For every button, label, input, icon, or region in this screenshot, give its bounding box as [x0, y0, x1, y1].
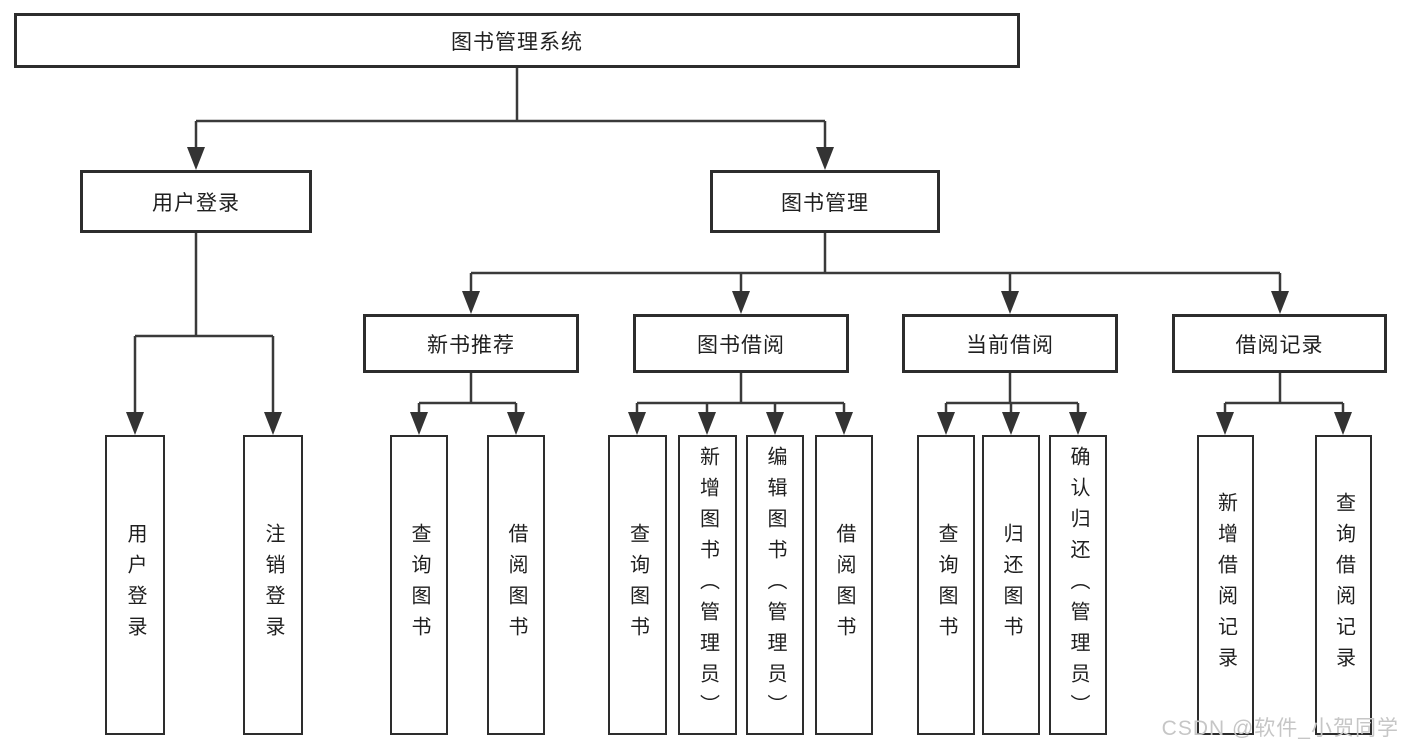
arrow-down-icon: [835, 412, 853, 435]
node-book-management: 图书管理: [710, 170, 940, 233]
leaf-query-borrow-record: 查询借阅记录: [1315, 435, 1372, 735]
connector-book-borrow: [635, 373, 846, 414]
leaf-query-books-borrow: 查询图书: [608, 435, 667, 735]
node-user-login-group: 用户登录: [80, 170, 312, 233]
node-book-borrow-label: 图书借阅: [697, 333, 785, 357]
node-user-login-group-label: 用户登录: [152, 191, 240, 215]
arrow-down-icon: [937, 412, 955, 435]
node-new-book-recommend: 新书推荐: [363, 314, 579, 373]
leaf-borrow-books-recommend-label: 借阅图书: [505, 523, 527, 647]
leaf-confirm-return-admin: 确认归还（管理员）: [1049, 435, 1107, 735]
leaf-query-books-recommend-label: 查询图书: [408, 523, 430, 647]
watermark: CSDN @软件_小贺同学: [1161, 717, 1399, 740]
connector-user-login: [133, 233, 275, 414]
leaf-logout-label: 注销登录: [262, 523, 284, 647]
node-borrow-records-label: 借阅记录: [1235, 333, 1324, 357]
arrow-down-icon: [1069, 412, 1087, 435]
arrow-down-icon: [1216, 412, 1234, 435]
arrow-down-icon: [462, 291, 480, 314]
connector-current-borrow: [944, 373, 1080, 414]
arrow-down-icon: [126, 412, 144, 435]
arrow-down-icon: [1001, 291, 1019, 314]
node-book-borrow: 图书借阅: [633, 314, 849, 373]
leaf-query-books-current: 查询图书: [917, 435, 975, 735]
arrow-down-icon: [628, 412, 646, 435]
arrow-down-icon: [410, 412, 428, 435]
leaf-add-books-admin: 新增图书（管理员）: [678, 435, 737, 735]
leaf-query-borrow-record-label: 查询借阅记录: [1332, 492, 1355, 678]
leaf-confirm-return-admin-label: 确认归还（管理员）: [1067, 445, 1089, 725]
leaf-add-borrow-record: 新增借阅记录: [1197, 435, 1254, 735]
leaf-borrow-books: 借阅图书: [815, 435, 873, 735]
connector-new-book-recommend: [417, 373, 518, 414]
leaf-user-login-label: 用户登录: [124, 523, 146, 647]
node-borrow-records: 借阅记录: [1172, 314, 1387, 373]
arrow-down-icon: [698, 412, 716, 435]
arrow-down-icon: [766, 412, 784, 435]
leaf-edit-books-admin: 编辑图书（管理员）: [746, 435, 804, 735]
arrow-down-icon: [732, 291, 750, 314]
arrow-down-icon: [816, 147, 834, 170]
leaf-add-books-admin-label: 新增图书（管理员）: [696, 445, 719, 725]
arrow-down-icon: [507, 412, 525, 435]
node-library-system: 图书管理系统: [14, 13, 1020, 68]
connector-root: [194, 68, 827, 150]
arrow-down-icon: [1334, 412, 1352, 435]
leaf-query-books-current-label: 查询图书: [935, 523, 957, 647]
leaf-borrow-books-label: 借阅图书: [833, 523, 855, 647]
leaf-query-books-recommend: 查询图书: [390, 435, 448, 735]
arrow-down-icon: [187, 147, 205, 170]
leaf-user-login: 用户登录: [105, 435, 165, 735]
node-new-book-recommend-label: 新书推荐: [427, 333, 515, 357]
leaf-return-books: 归还图书: [982, 435, 1040, 735]
leaf-borrow-books-recommend: 借阅图书: [487, 435, 545, 735]
leaf-query-books-borrow-label: 查询图书: [626, 523, 649, 647]
node-book-management-label: 图书管理: [781, 191, 869, 215]
leaf-edit-books-admin-label: 编辑图书（管理员）: [764, 445, 786, 725]
leaf-logout: 注销登录: [243, 435, 303, 735]
node-current-borrow: 当前借阅: [902, 314, 1118, 373]
arrow-down-icon: [1002, 412, 1020, 435]
arrow-down-icon: [264, 412, 282, 435]
node-current-borrow-label: 当前借阅: [966, 333, 1054, 357]
leaf-add-borrow-record-label: 新增借阅记录: [1214, 492, 1237, 678]
leaf-return-books-label: 归还图书: [1000, 523, 1022, 647]
node-library-system-label: 图书管理系统: [451, 30, 583, 54]
connector-borrow-records: [1223, 373, 1345, 414]
arrow-down-icon: [1271, 291, 1289, 314]
connector-book-management: [469, 233, 1282, 295]
